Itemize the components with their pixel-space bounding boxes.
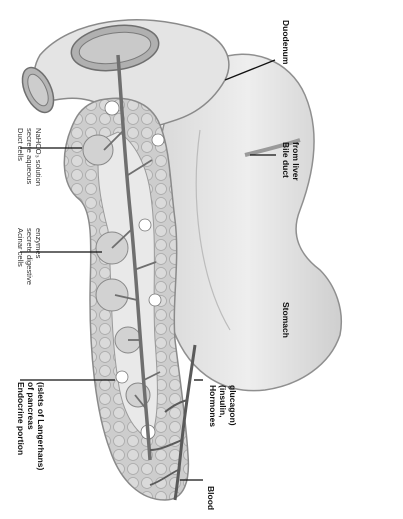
acinar-cells-label: Acinar cells secrete digestive enzymes — [16, 228, 43, 287]
duct-cells-line-1: Duct cells — [16, 128, 25, 161]
acinar-cells-line-3: enzymes — [34, 228, 43, 259]
duodenum-label: Duodenum — [281, 20, 291, 65]
hormones-line-3: glucagon) — [228, 385, 238, 426]
blood-label: Blood — [206, 486, 216, 510]
bile-duct-label: Bile duct from liver — [281, 142, 301, 181]
hormones-label: Hormones (insulin, glucagon) — [208, 385, 238, 429]
endocrine-line-2: of pancreas — [26, 382, 36, 430]
duct-cells-line-2: secrete aqueous — [25, 128, 34, 184]
stomach-label: Stomach — [281, 302, 291, 338]
endocrine-label: Endocrine portion of pancreas (islets of… — [16, 382, 46, 470]
hormones-line-2: (insulin, — [218, 385, 228, 418]
bile-duct-line-2: from liver — [291, 142, 301, 181]
acinar-cells-line-1: Acinar cells — [16, 228, 25, 267]
hormones-line-1: Hormones — [208, 385, 218, 427]
endocrine-line-1: Endocrine portion — [16, 382, 26, 455]
acinar-cells-line-2: secrete digestive — [25, 228, 34, 285]
bile-duct-line-1: Bile duct — [281, 142, 291, 178]
duct-cells-line-3: NaHCO₃ solution — [34, 128, 43, 186]
endocrine-line-3: (islets of Langerhans) — [36, 382, 46, 470]
duct-cells-label: Duct cells secrete aqueous NaHCO₃ soluti… — [16, 128, 43, 186]
